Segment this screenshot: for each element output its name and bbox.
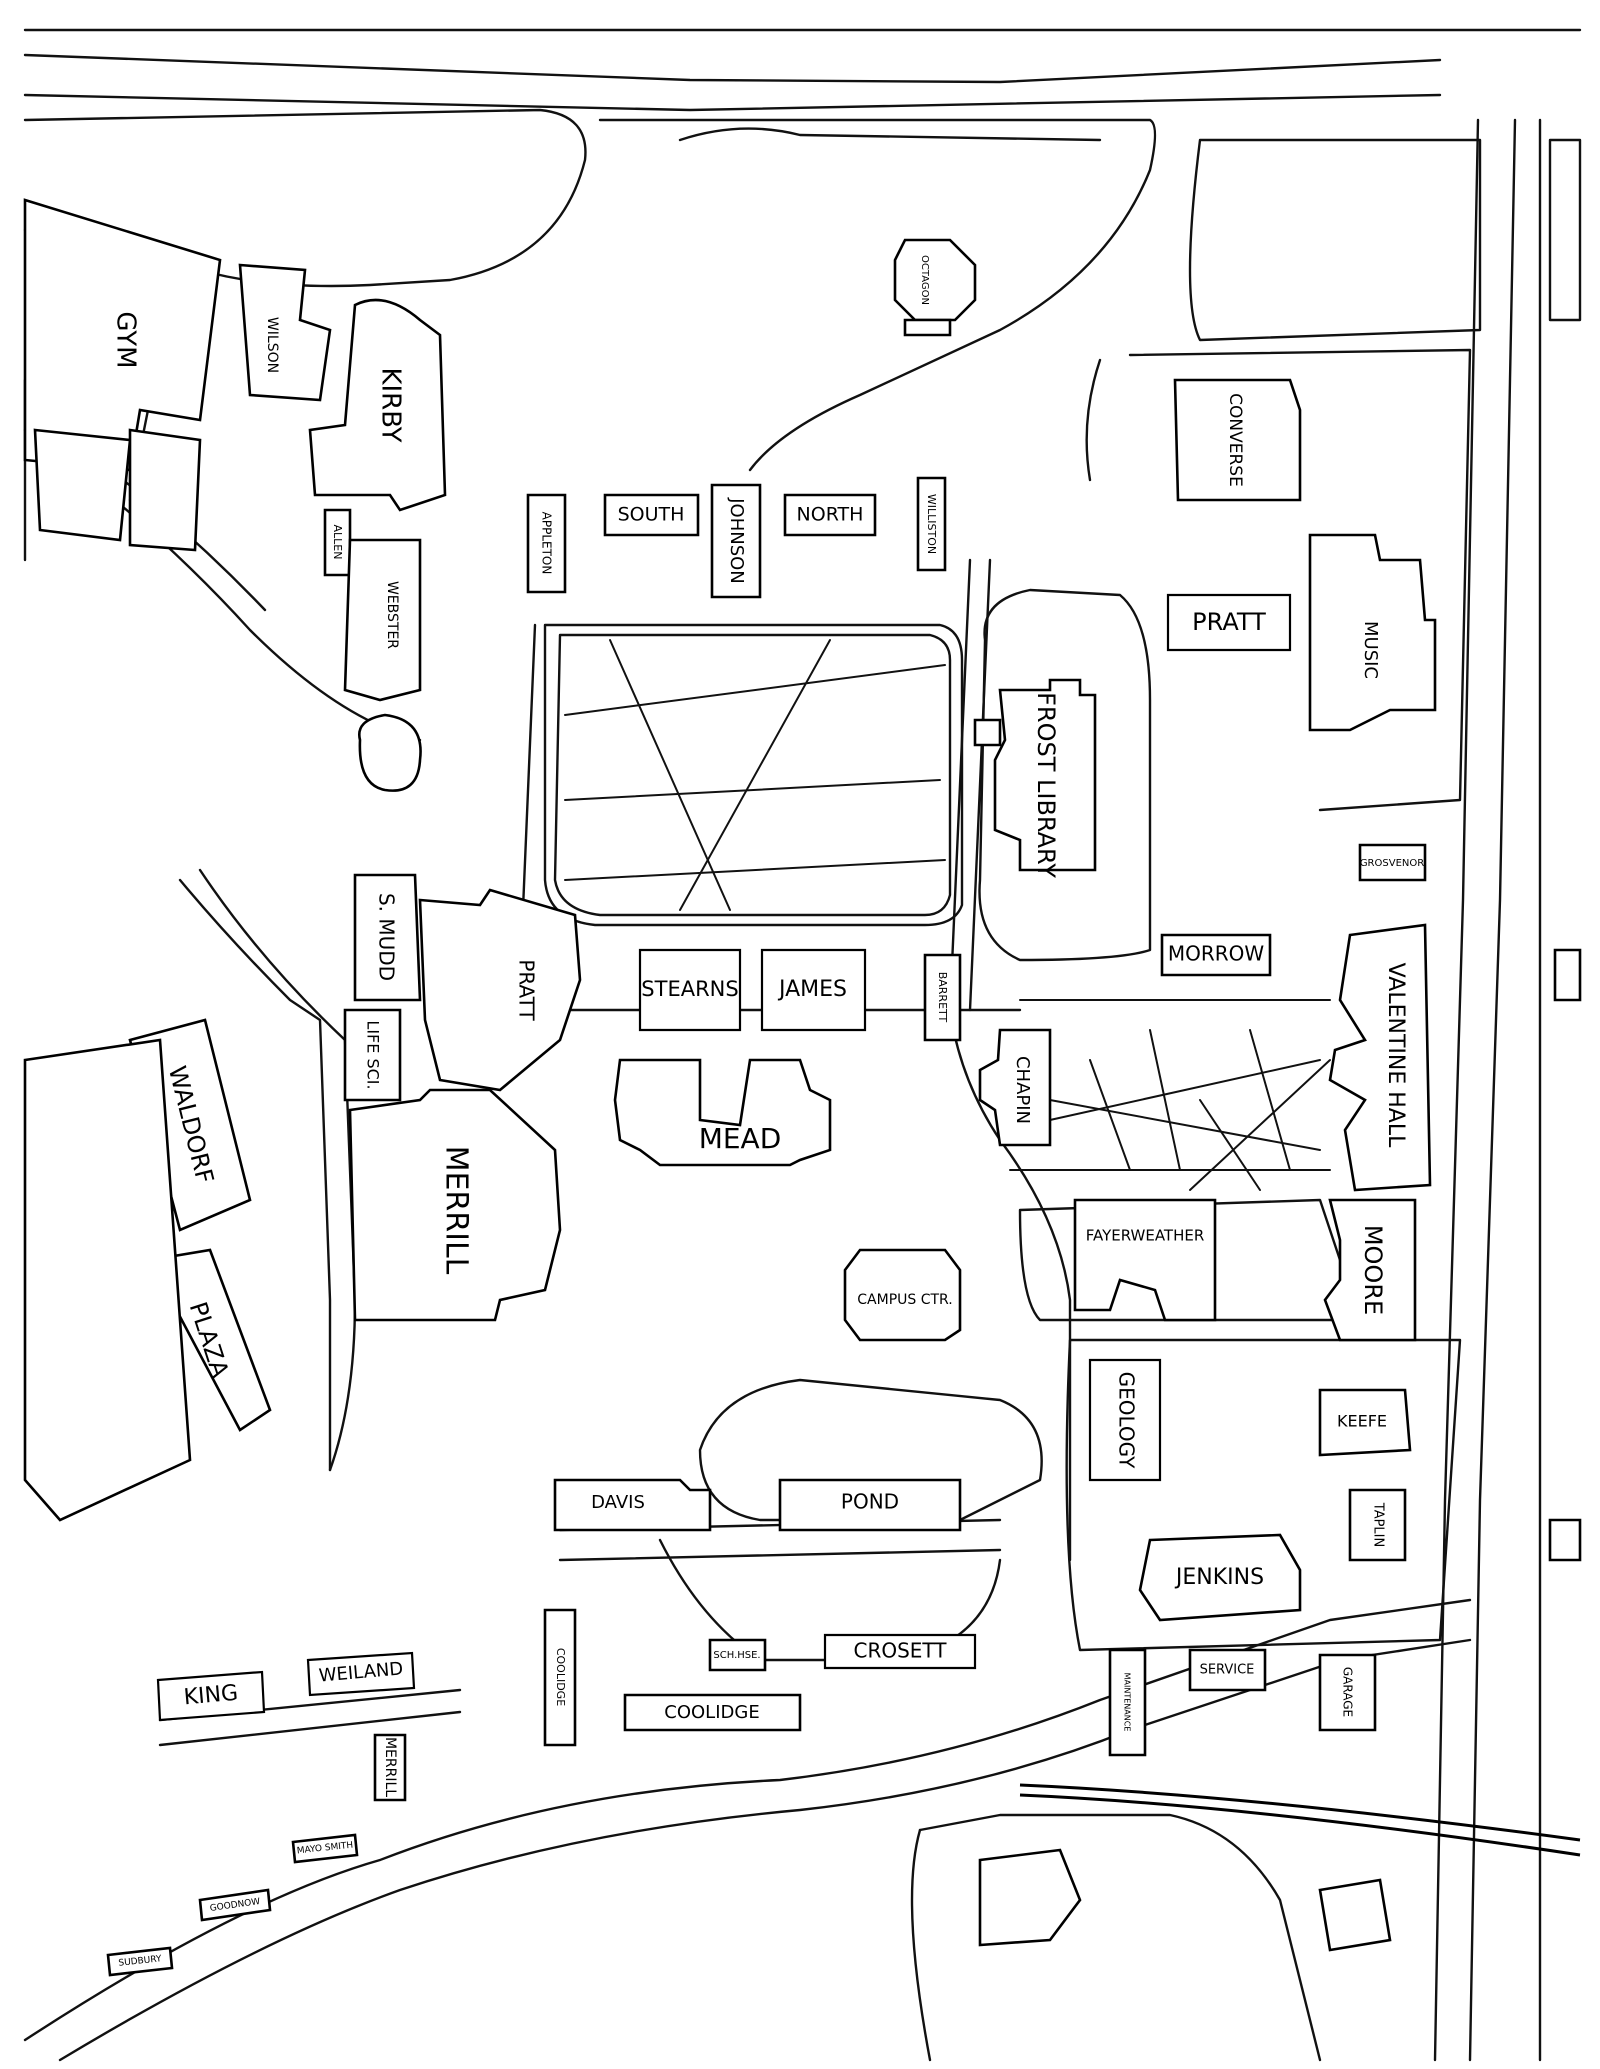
merrill-small-building[interactable] bbox=[373, 1733, 407, 1802]
fayerweather-building[interactable] bbox=[1073, 1198, 1217, 1322]
label-jenkins: JENKINS bbox=[1174, 1565, 1264, 1590]
maintenance-building[interactable] bbox=[1108, 1648, 1147, 1757]
wilson-building[interactable] bbox=[238, 263, 332, 402]
octagon-building[interactable] bbox=[893, 238, 977, 322]
gym-building[interactable] bbox=[23, 198, 222, 472]
labels: GYM WILSON KIRBY ALLEN WEBSTER OCTAGON A… bbox=[111, 255, 1425, 1969]
pond-building[interactable] bbox=[778, 1478, 962, 1532]
label-grosvenor: GROSVENOR bbox=[1360, 858, 1424, 869]
davis-building[interactable] bbox=[553, 1478, 712, 1532]
label-frost-library: FROST LIBRARY bbox=[1032, 692, 1060, 878]
label-james: JAMES bbox=[777, 977, 847, 1002]
grosvenor-building[interactable] bbox=[1358, 843, 1427, 882]
valentine-hall-building[interactable] bbox=[1328, 923, 1432, 1192]
mead-building[interactable] bbox=[613, 1058, 832, 1167]
crosett-building[interactable] bbox=[823, 1633, 977, 1670]
label-chapin: CHAPIN bbox=[1012, 1056, 1033, 1124]
pratt-west-building[interactable] bbox=[418, 888, 582, 1092]
music-building[interactable] bbox=[1308, 533, 1437, 732]
label-service: SERVICE bbox=[1200, 1663, 1255, 1678]
s-mudd-building[interactable] bbox=[353, 873, 422, 1002]
geology-building[interactable] bbox=[1088, 1358, 1162, 1482]
label-schoolhouse: SCH.HSE. bbox=[713, 1650, 760, 1661]
label-taplin: TAPLIN bbox=[1371, 1502, 1386, 1547]
label-appleton: APPLETON bbox=[540, 512, 554, 575]
king-building[interactable] bbox=[156, 1670, 266, 1722]
morrow-building[interactable] bbox=[1160, 933, 1272, 977]
james-building[interactable] bbox=[760, 948, 867, 1032]
chapin-building[interactable] bbox=[978, 1028, 1052, 1147]
jenkins-building[interactable] bbox=[1138, 1533, 1302, 1622]
label-garage: GARAGE bbox=[1341, 1667, 1355, 1717]
label-north: NORTH bbox=[797, 504, 864, 526]
label-morrow: MORROW bbox=[1168, 942, 1265, 966]
label-king: KING bbox=[183, 1681, 239, 1711]
label-mead: MEAD bbox=[699, 1122, 782, 1155]
frost-library-building[interactable] bbox=[993, 678, 1097, 872]
label-converse: CONVERSE bbox=[1225, 393, 1245, 487]
label-allen: ALLEN bbox=[331, 525, 344, 560]
label-stearns: STEARNS bbox=[641, 977, 738, 1001]
converse-building[interactable] bbox=[1173, 378, 1302, 502]
north-building[interactable] bbox=[783, 493, 877, 537]
label-maintenance: MAINTENANCE bbox=[1123, 1673, 1132, 1732]
moore-building[interactable] bbox=[1323, 1198, 1417, 1342]
label-valentine-hall: VALENTINE HALL bbox=[1383, 963, 1408, 1148]
appleton-building[interactable] bbox=[526, 493, 567, 594]
life-sci-building[interactable] bbox=[343, 1008, 402, 1102]
coolidge-h-building[interactable] bbox=[623, 1693, 802, 1732]
label-keefe: KEEFE bbox=[1337, 1412, 1387, 1431]
label-davis: DAVIS bbox=[591, 1492, 645, 1513]
label-campus-ctr: CAMPUS CTR. bbox=[857, 1292, 952, 1308]
label-gym: GYM bbox=[111, 311, 141, 368]
label-octagon: OCTAGON bbox=[919, 255, 930, 305]
road-network bbox=[23, 28, 1582, 2062]
barrett-building[interactable] bbox=[923, 953, 962, 1042]
label-williston: WILLISTON bbox=[925, 494, 938, 554]
label-johnson: JOHNSON bbox=[726, 497, 747, 584]
label-coolidge-v: COOLIDGE bbox=[554, 1648, 567, 1706]
label-webster: WEBSTER bbox=[384, 581, 400, 649]
label-kirby: KIRBY bbox=[376, 367, 406, 442]
pratt-east-building[interactable] bbox=[1166, 593, 1292, 652]
label-fayerweather: FAYERWEATHER bbox=[1086, 1227, 1205, 1245]
coolidge-v-building[interactable] bbox=[543, 1608, 577, 1747]
label-geology: GEOLOGY bbox=[1115, 1372, 1139, 1470]
garage-building[interactable] bbox=[1318, 1653, 1377, 1732]
johnson-building[interactable] bbox=[710, 483, 762, 599]
merrill-main-building[interactable] bbox=[348, 1088, 562, 1322]
campus-ctr-building[interactable] bbox=[843, 1248, 962, 1342]
label-merrill-main: MERRILL bbox=[439, 1146, 474, 1275]
williston-building[interactable] bbox=[916, 476, 947, 572]
label-barrett: BARRETT bbox=[936, 972, 949, 1023]
stearns-building[interactable] bbox=[638, 948, 742, 1032]
label-south: SOUTH bbox=[618, 504, 685, 526]
label-life-sci: LIFE SCI. bbox=[364, 1020, 383, 1089]
label-music: MUSIC bbox=[1360, 621, 1381, 679]
kirby-building[interactable] bbox=[308, 298, 447, 512]
label-wilson: WILSON bbox=[264, 317, 280, 373]
south-building[interactable] bbox=[603, 493, 700, 537]
label-pond: POND bbox=[841, 1490, 899, 1514]
webster-building[interactable] bbox=[343, 538, 422, 702]
label-pratt-west: PRATT bbox=[515, 959, 539, 1021]
label-pratt-east: PRATT bbox=[1192, 608, 1266, 636]
mayo-smith-building[interactable] bbox=[291, 1833, 359, 1864]
label-moore: MOORE bbox=[1359, 1225, 1387, 1315]
sudbury-building[interactable] bbox=[106, 1946, 174, 1977]
label-merrill-small: MERRILL bbox=[382, 1737, 398, 1797]
service-building[interactable] bbox=[1188, 1648, 1267, 1692]
goodnow-building[interactable] bbox=[198, 1888, 272, 1922]
buildings bbox=[23, 198, 1582, 1977]
schoolhouse-building[interactable] bbox=[708, 1638, 767, 1672]
label-coolidge-h: COOLIDGE bbox=[664, 1702, 759, 1723]
taplin-building[interactable] bbox=[1348, 1488, 1407, 1562]
label-crosett: CROSETT bbox=[853, 1639, 947, 1663]
plaza-building[interactable] bbox=[148, 1248, 272, 1432]
keefe-building[interactable] bbox=[1318, 1388, 1412, 1457]
label-sudbury: SUDBURY bbox=[118, 1954, 162, 1969]
weiland-building[interactable] bbox=[306, 1651, 416, 1697]
label-s-mudd: S. MUDD bbox=[375, 893, 399, 981]
